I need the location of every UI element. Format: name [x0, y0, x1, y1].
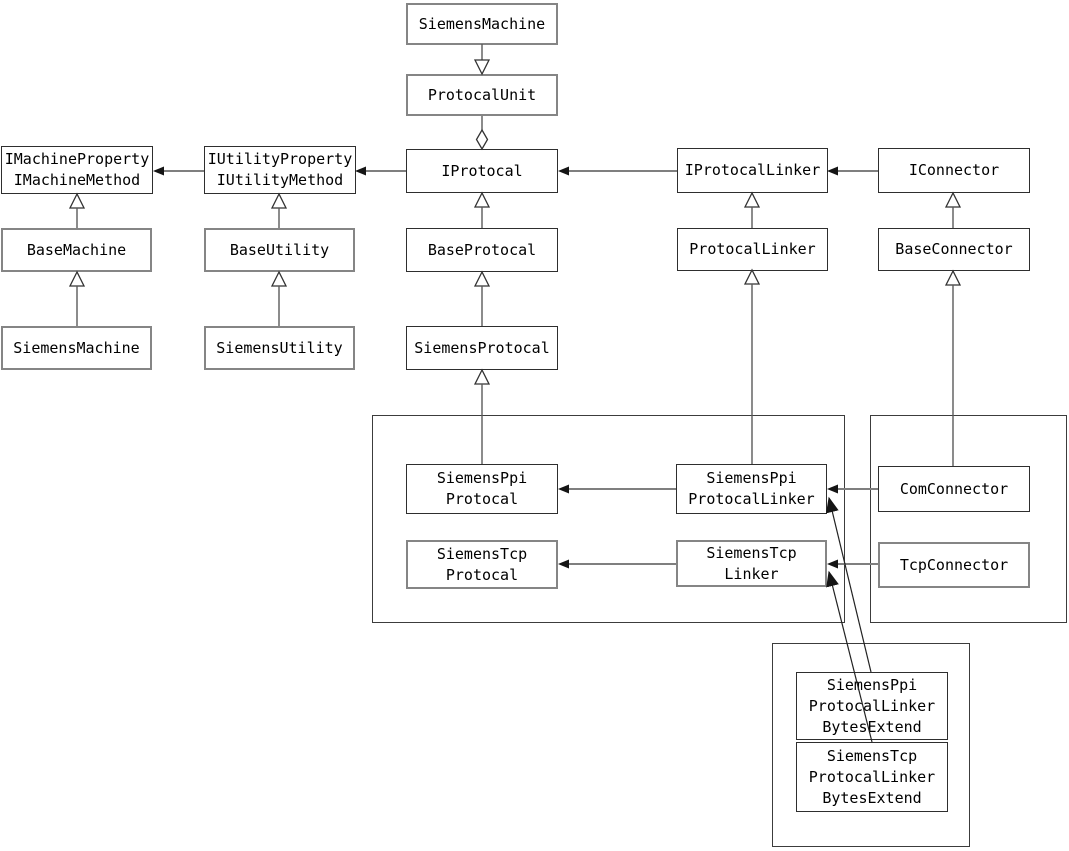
class-box-base-machine: BaseMachine — [1, 228, 152, 272]
class-box-iprotocal: IProtocal — [406, 149, 558, 193]
edge-iprotocal-iutility-arrow — [355, 166, 406, 176]
edge-protocallinker-iprotocallinker-inheritance — [743, 191, 761, 228]
edge-iprotocallinker-iprotocal-arrow — [558, 166, 677, 176]
class-box-tcp-connector: TcpConnector — [878, 542, 1030, 588]
edge-baseprotocal-iprotocal-inheritance — [473, 191, 491, 228]
class-box-siemens-machine: SiemensMachine — [1, 326, 152, 370]
class-box-siemens-ppi-protocal-linker: SiemensPpi ProtocalLinker — [676, 464, 827, 514]
class-box-com-connector: ComConnector — [878, 466, 1030, 512]
edge-baseutility-iutility-inheritance — [270, 192, 288, 228]
edge-iconnector-iprotocallinker-arrow — [827, 166, 878, 176]
class-box-siemens-tcp-protocal-linker-bytes-extend: SiemensTcp ProtocalLinker BytesExtend — [796, 742, 948, 812]
class-box-imachine-property-method: IMachineProperty IMachineMethod — [1, 146, 153, 194]
edge-siemensutility-baseutility-inheritance — [270, 270, 288, 326]
edge-protocalunit-iprotocal-aggregation — [475, 116, 489, 151]
class-box-siemens-tcp-linker: SiemensTcp Linker — [676, 540, 827, 587]
class-box-base-connector: BaseConnector — [878, 228, 1030, 271]
class-box-iconnector: IConnector — [878, 148, 1030, 193]
class-box-iutility-property-method: IUtilityProperty IUtilityMethod — [204, 146, 356, 194]
class-box-siemens-tcp-protocal: SiemensTcp Protocal — [406, 540, 558, 589]
edge-baseconnector-iconnector-inheritance — [944, 191, 962, 228]
edge-basemachine-imachine-inheritance — [68, 192, 86, 228]
class-box-siemens-utility: SiemensUtility — [204, 326, 355, 370]
class-box-protocal-linker: ProtocalLinker — [677, 228, 828, 271]
edge-siemensprotocal-baseprotocal-inheritance — [473, 270, 491, 326]
group-box-connector-area — [870, 415, 1067, 623]
class-box-siemens-ppi-protocal: SiemensPpi Protocal — [406, 464, 558, 514]
class-box-base-protocal: BaseProtocal — [406, 228, 558, 272]
class-box-base-utility: BaseUtility — [204, 228, 355, 272]
class-box-siemens-ppi-protocal-linker-bytes-extend: SiemensPpi ProtocalLinker BytesExtend — [796, 672, 948, 740]
edge-siemensmachine-protocalunit — [473, 44, 491, 76]
edge-iutility-imachine-arrow — [153, 166, 204, 176]
class-box-iprotocal-linker: IProtocalLinker — [677, 148, 828, 193]
class-box-protocal-unit: ProtocalUnit — [406, 74, 558, 116]
class-box-siemens-machine-top: SiemensMachine — [406, 3, 558, 45]
edge-siemensmachine-basemachine-inheritance — [68, 270, 86, 326]
class-box-siemens-protocal: SiemensProtocal — [406, 326, 558, 370]
group-box-siemens-protocal-linker-area — [372, 415, 845, 623]
